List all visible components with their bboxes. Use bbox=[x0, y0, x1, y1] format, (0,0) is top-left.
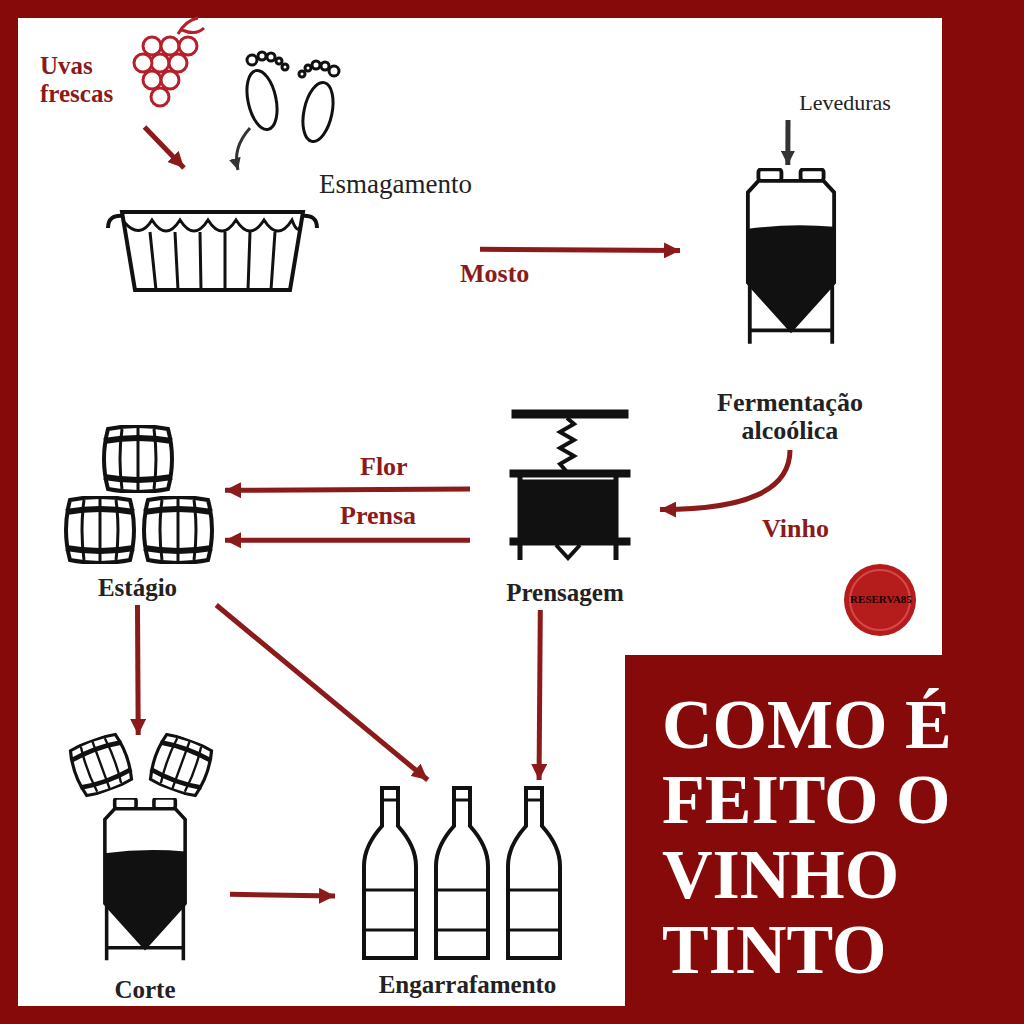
edge-label: Flor bbox=[360, 453, 408, 482]
process-step: Uvas frescas bbox=[40, 52, 150, 127]
brand-seal-text: RESERVA85 bbox=[840, 593, 922, 605]
grapes-icon bbox=[151, 88, 169, 106]
bottles-icon bbox=[364, 788, 560, 958]
wine-press bbox=[510, 538, 630, 545]
step-label: Fermentação alcoólica bbox=[680, 389, 900, 446]
flow-arrow bbox=[660, 450, 790, 510]
wine-press bbox=[520, 477, 616, 560]
feet-icon bbox=[305, 65, 311, 71]
grapes-icon bbox=[134, 18, 204, 106]
feet-icon bbox=[282, 64, 288, 70]
wine-press bbox=[512, 410, 628, 418]
flow-arrow bbox=[216, 605, 428, 780]
wine-press bbox=[510, 470, 630, 477]
grapes-icon bbox=[161, 71, 179, 89]
flow-arrow bbox=[480, 249, 680, 250]
wine-press bbox=[510, 410, 630, 560]
feet-icon bbox=[242, 68, 282, 133]
flow-arrow bbox=[225, 538, 470, 543]
grapes-icon bbox=[161, 37, 179, 55]
grapes-icon bbox=[151, 54, 169, 72]
flow-arrow bbox=[539, 610, 540, 780]
crushing-vat bbox=[124, 220, 301, 231]
leader-arrow bbox=[237, 128, 251, 170]
feet-icon bbox=[276, 58, 282, 64]
feet-icon bbox=[247, 55, 257, 65]
edge-label: Mosto bbox=[460, 260, 529, 289]
edge-label: Vinho bbox=[762, 515, 829, 544]
feet-icon bbox=[298, 80, 338, 145]
crushing-vat bbox=[108, 212, 317, 290]
step-label: Prensagem bbox=[506, 579, 624, 607]
grapes-icon bbox=[169, 54, 187, 72]
bottles-icon bbox=[508, 788, 560, 958]
process-step: Estágio bbox=[50, 420, 225, 605]
step-label: Esmagamento bbox=[319, 170, 472, 200]
process-step: Prensagem bbox=[470, 405, 660, 610]
grapes-icon bbox=[179, 37, 197, 55]
wine-press bbox=[556, 545, 580, 558]
grapes-icon bbox=[178, 18, 204, 34]
flow-arrow bbox=[135, 605, 141, 735]
flow-arrow bbox=[225, 489, 470, 490]
flow-arrow bbox=[145, 127, 185, 168]
process-step: Engarrafamento bbox=[335, 780, 600, 1002]
process-step: Leveduras bbox=[770, 86, 920, 120]
grapes-icon bbox=[134, 54, 152, 72]
blend-icon bbox=[67, 731, 216, 960]
barrels-icon bbox=[66, 426, 212, 563]
step-label: Engarrafamento bbox=[379, 971, 557, 999]
step-label: Corte bbox=[114, 976, 175, 1004]
bottles-icon bbox=[436, 788, 488, 958]
blend-icon bbox=[105, 798, 185, 960]
step-label: Estágio bbox=[98, 574, 177, 602]
feet-icon bbox=[299, 71, 305, 77]
wine-press bbox=[560, 418, 574, 472]
flow-arrow bbox=[785, 120, 790, 165]
grapes-icon bbox=[143, 71, 161, 89]
feet-icon bbox=[312, 61, 320, 69]
barrels-icon bbox=[66, 497, 134, 563]
process-step: Esmagamento bbox=[110, 168, 480, 295]
grapes-icon bbox=[143, 37, 161, 55]
edge-label: Prensa bbox=[340, 502, 416, 531]
crushing-vat bbox=[122, 212, 303, 290]
feet-icon bbox=[329, 66, 339, 76]
feet-icon bbox=[267, 53, 275, 61]
process-step: Fermentação alcoólica bbox=[680, 165, 900, 450]
barrels-icon bbox=[104, 426, 172, 492]
feet-icon bbox=[321, 62, 329, 70]
blend-icon bbox=[147, 731, 216, 799]
wine-press bbox=[522, 480, 614, 538]
crushing-vat bbox=[150, 232, 275, 290]
feet-icon bbox=[242, 52, 339, 144]
feet-icon bbox=[258, 52, 266, 60]
step-label: Uvas frescas bbox=[40, 52, 150, 107]
process-step: Corte bbox=[60, 735, 230, 1005]
bottles-icon bbox=[364, 788, 416, 958]
step-label: Leveduras bbox=[799, 91, 891, 115]
barrels-icon bbox=[144, 497, 212, 563]
blend-icon bbox=[67, 731, 136, 799]
fermentation-tank bbox=[748, 169, 834, 343]
diagram-title: COMO É FEITO O VINHO TINTO bbox=[662, 688, 1007, 988]
flow-arrow bbox=[230, 894, 335, 896]
